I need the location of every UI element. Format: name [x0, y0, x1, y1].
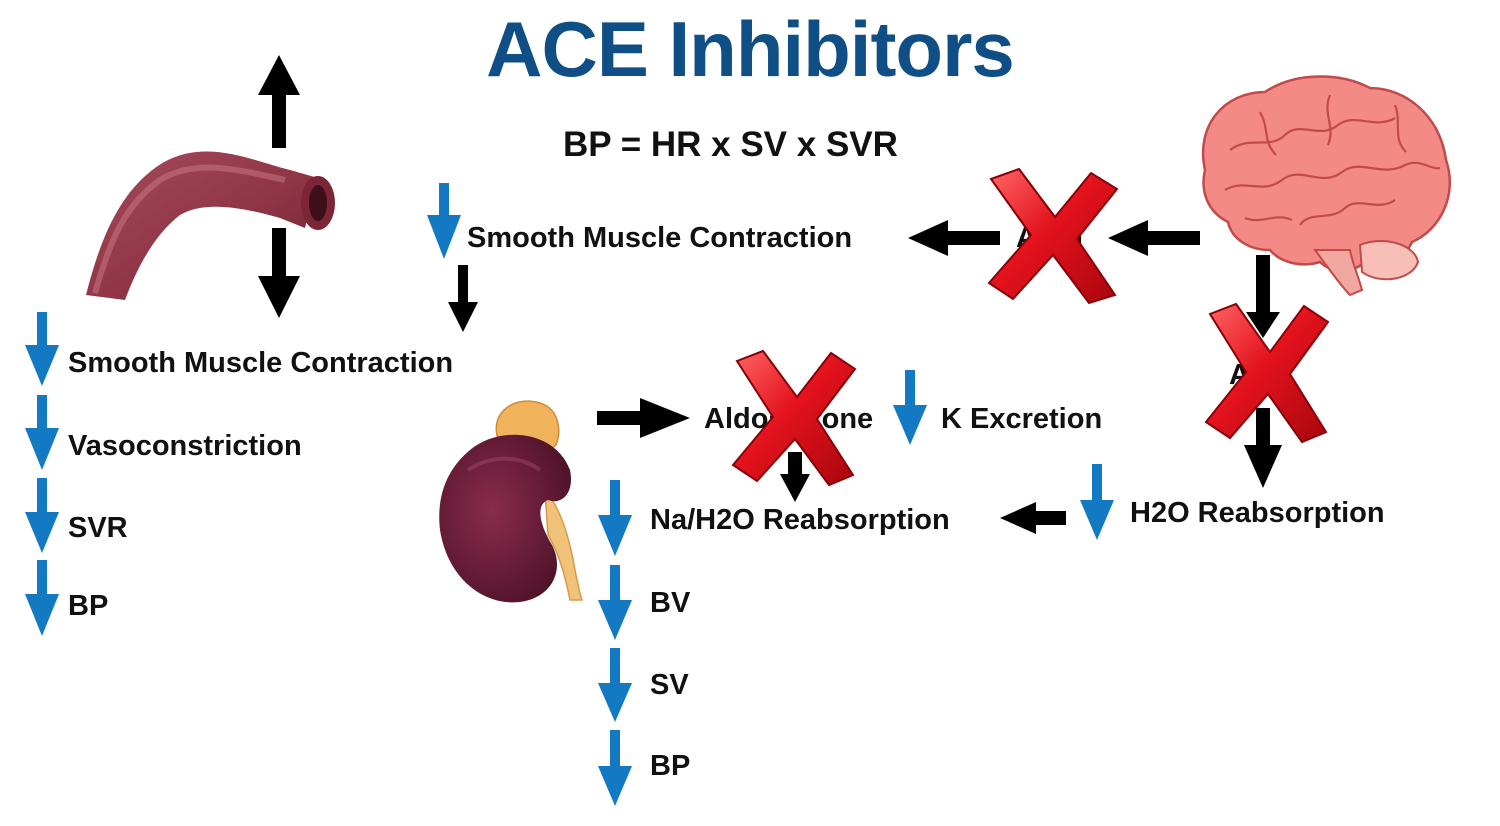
kidney-chain-item-0: Na/H2O Reabsorption	[650, 504, 950, 536]
kidney-adrenal-icon	[439, 400, 584, 603]
blocked-x-icon	[987, 167, 1119, 305]
brain-left-arrow	[1108, 220, 1200, 256]
aldosterone-down-arrow	[780, 452, 810, 502]
vessel-chain-item-2: SVR	[68, 512, 128, 544]
blocked-x-icon	[1204, 302, 1330, 444]
decrease-arrow-bp-left	[25, 560, 59, 636]
vessel-chain-item-1: Vasoconstriction	[68, 430, 302, 462]
adh-down-arrow	[1244, 408, 1282, 488]
decrease-arrows	[25, 183, 1114, 806]
vessel-down-arrow	[258, 228, 300, 318]
decrease-arrow-vasoconstriction	[25, 395, 59, 470]
brain-down-arrow	[1246, 255, 1280, 338]
flow-arrows	[258, 55, 1282, 534]
kidney-chain-item-3: BP	[650, 750, 691, 782]
kidney-chain-item-1: BV	[650, 587, 691, 619]
kidney-right-arrow	[597, 398, 690, 438]
vessel-up-arrow	[258, 55, 300, 148]
decrease-arrow-bp-right	[598, 730, 632, 806]
decrease-arrow-sv	[598, 648, 632, 722]
smooth-muscle-down-arrow	[448, 265, 478, 332]
decrease-arrow-smooth-muscle-top	[427, 183, 461, 259]
h2o-reabsorption-label: H2O Reabsorption	[1130, 497, 1385, 529]
bp-equation: BP = HR x SV x SVR	[563, 125, 898, 164]
brain-icon	[1201, 75, 1451, 297]
blocked-x-icon	[731, 349, 857, 487]
decrease-arrow-bv	[598, 565, 632, 640]
decrease-arrow-k-excretion	[893, 370, 927, 445]
k-excretion-label: K Excretion	[941, 403, 1103, 435]
smooth-muscle-contraction-top: Smooth Muscle Contraction	[467, 222, 853, 254]
kidney-chain-item-2: SV	[650, 669, 689, 701]
decrease-arrow-h2o	[1080, 464, 1114, 540]
page-title: ACE Inhibitors	[486, 5, 1015, 93]
decrease-arrow-na-h2o	[598, 480, 632, 556]
blood-vessel-icon	[86, 151, 335, 300]
decrease-arrow-svr	[25, 478, 59, 553]
angiotensin-left-arrow	[908, 220, 1000, 256]
h2o-left-arrow	[1000, 502, 1066, 534]
vessel-chain-item-3: BP	[68, 590, 109, 622]
decrease-arrow-smooth-muscle	[25, 312, 59, 386]
vessel-chain-item-0: Smooth Muscle Contraction	[68, 347, 454, 379]
